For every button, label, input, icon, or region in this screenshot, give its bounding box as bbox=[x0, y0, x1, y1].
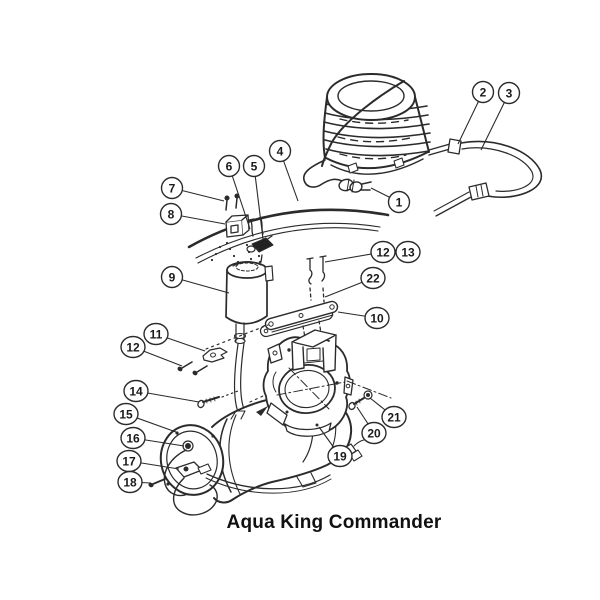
svg-text:16: 16 bbox=[126, 431, 140, 445]
svg-text:1: 1 bbox=[396, 195, 403, 209]
svg-text:12: 12 bbox=[376, 245, 390, 259]
svg-text:8: 8 bbox=[168, 207, 175, 221]
callout-9: 9 bbox=[160, 265, 184, 289]
callout-15: 15 bbox=[113, 402, 139, 426]
callout-13: 13 bbox=[395, 240, 421, 264]
callout-12-left: 12 bbox=[120, 335, 146, 359]
alignment-dotted-line bbox=[205, 324, 269, 350]
callout-17: 17 bbox=[116, 449, 142, 473]
svg-text:19: 19 bbox=[333, 449, 347, 463]
callout-14: 14 bbox=[123, 379, 149, 403]
power-cable-arc bbox=[187, 208, 390, 264]
callouts: 1 2 3 4 5 6 7 8 9 10 11 12 12 13 14 15 1… bbox=[113, 80, 521, 494]
mounting-plate bbox=[264, 300, 339, 339]
callout-20: 20 bbox=[361, 421, 387, 445]
svg-text:18: 18 bbox=[123, 475, 137, 489]
svg-text:13: 13 bbox=[401, 245, 415, 259]
callout-11: 11 bbox=[143, 322, 169, 346]
svg-text:5: 5 bbox=[251, 159, 258, 173]
screws-12-13 bbox=[306, 255, 327, 303]
svg-text:14: 14 bbox=[129, 384, 143, 398]
power-cord-coil bbox=[302, 73, 431, 188]
callout-7: 7 bbox=[160, 176, 184, 200]
callout-1: 1 bbox=[387, 190, 411, 214]
capacitor bbox=[225, 261, 274, 444]
screws-12-left bbox=[177, 361, 208, 376]
clamp-11 bbox=[202, 347, 228, 363]
svg-text:21: 21 bbox=[387, 410, 401, 424]
power-plug bbox=[338, 178, 372, 193]
callout-16: 16 bbox=[120, 426, 146, 450]
svg-text:10: 10 bbox=[370, 311, 384, 325]
svg-text:4: 4 bbox=[277, 144, 284, 158]
callout-6: 6 bbox=[217, 154, 241, 178]
screw-20-nut-21 bbox=[348, 390, 373, 411]
callout-8: 8 bbox=[159, 202, 183, 226]
screws-7 bbox=[224, 193, 240, 211]
svg-text:11: 11 bbox=[150, 327, 163, 341]
bracket-8 bbox=[225, 214, 250, 238]
callout-22: 22 bbox=[360, 266, 386, 290]
callout-12-right: 12 bbox=[370, 240, 396, 264]
svg-text:2: 2 bbox=[480, 85, 487, 99]
svg-text:3: 3 bbox=[506, 86, 513, 100]
product-title: Aqua King Commander bbox=[226, 512, 442, 533]
cord-end-fittings bbox=[428, 138, 543, 217]
callout-10: 10 bbox=[364, 306, 390, 330]
svg-text:6: 6 bbox=[226, 159, 233, 173]
svg-text:9: 9 bbox=[169, 270, 176, 284]
callout-2: 2 bbox=[471, 80, 495, 104]
pins-5-6 bbox=[248, 216, 265, 263]
screw-14 bbox=[197, 390, 239, 409]
svg-text:22: 22 bbox=[366, 271, 380, 285]
svg-text:17: 17 bbox=[122, 454, 136, 468]
svg-text:20: 20 bbox=[367, 426, 381, 440]
pump-housing bbox=[249, 329, 392, 437]
callout-5: 5 bbox=[242, 154, 266, 178]
callout-3: 3 bbox=[497, 81, 521, 105]
svg-text:15: 15 bbox=[119, 407, 133, 421]
svg-text:7: 7 bbox=[169, 181, 176, 195]
callout-18: 18 bbox=[117, 470, 143, 494]
callout-19: 19 bbox=[327, 444, 353, 468]
callout-4: 4 bbox=[268, 139, 292, 163]
callout-21: 21 bbox=[381, 405, 407, 429]
svg-text:12: 12 bbox=[126, 340, 140, 354]
